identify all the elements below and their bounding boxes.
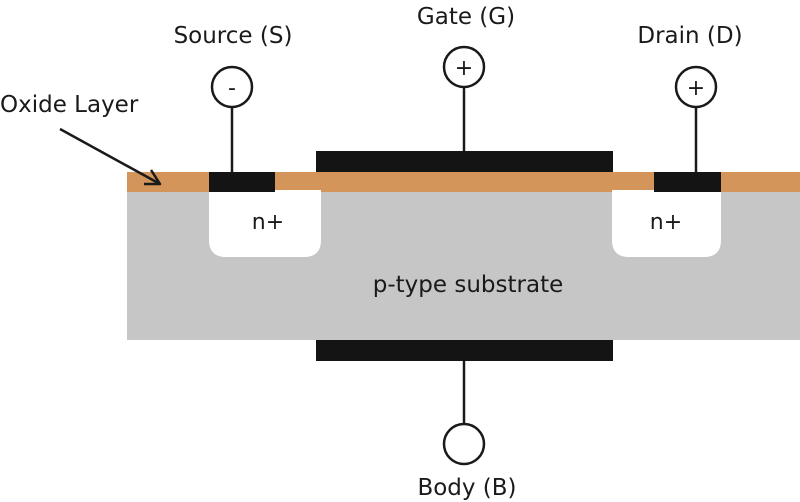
drain-label: Drain (D) <box>637 23 742 49</box>
source-polarity-sign: - <box>228 76 236 101</box>
n-plus-source-region <box>209 190 321 257</box>
substrate-label: p-type substrate <box>373 272 563 298</box>
body-plate <box>316 340 613 361</box>
drain-contact <box>654 172 721 192</box>
gate-terminal-circle <box>442 45 486 89</box>
gate-label: Gate (G) <box>417 4 515 30</box>
gate-polarity-sign: + <box>455 56 473 81</box>
drain-terminal-circle <box>674 65 718 109</box>
gate-plate <box>316 151 613 172</box>
oxide-arrow-head <box>144 169 162 186</box>
n-plus-drain-label: n+ <box>650 210 682 235</box>
drain-polarity-sign: + <box>687 76 705 101</box>
body-label: Body (B) <box>417 475 516 501</box>
oxide-layer <box>127 172 800 192</box>
body-terminal-circle <box>442 422 486 466</box>
source-terminal-circle <box>210 65 254 109</box>
n-plus-source-label: n+ <box>252 210 284 235</box>
oxide-pointer-arrow <box>59 127 161 186</box>
source-label: Source (S) <box>174 23 293 49</box>
source-contact <box>209 172 275 192</box>
n-plus-drain-region <box>612 190 721 257</box>
oxide-layer-label: Oxide Layer <box>0 92 139 118</box>
